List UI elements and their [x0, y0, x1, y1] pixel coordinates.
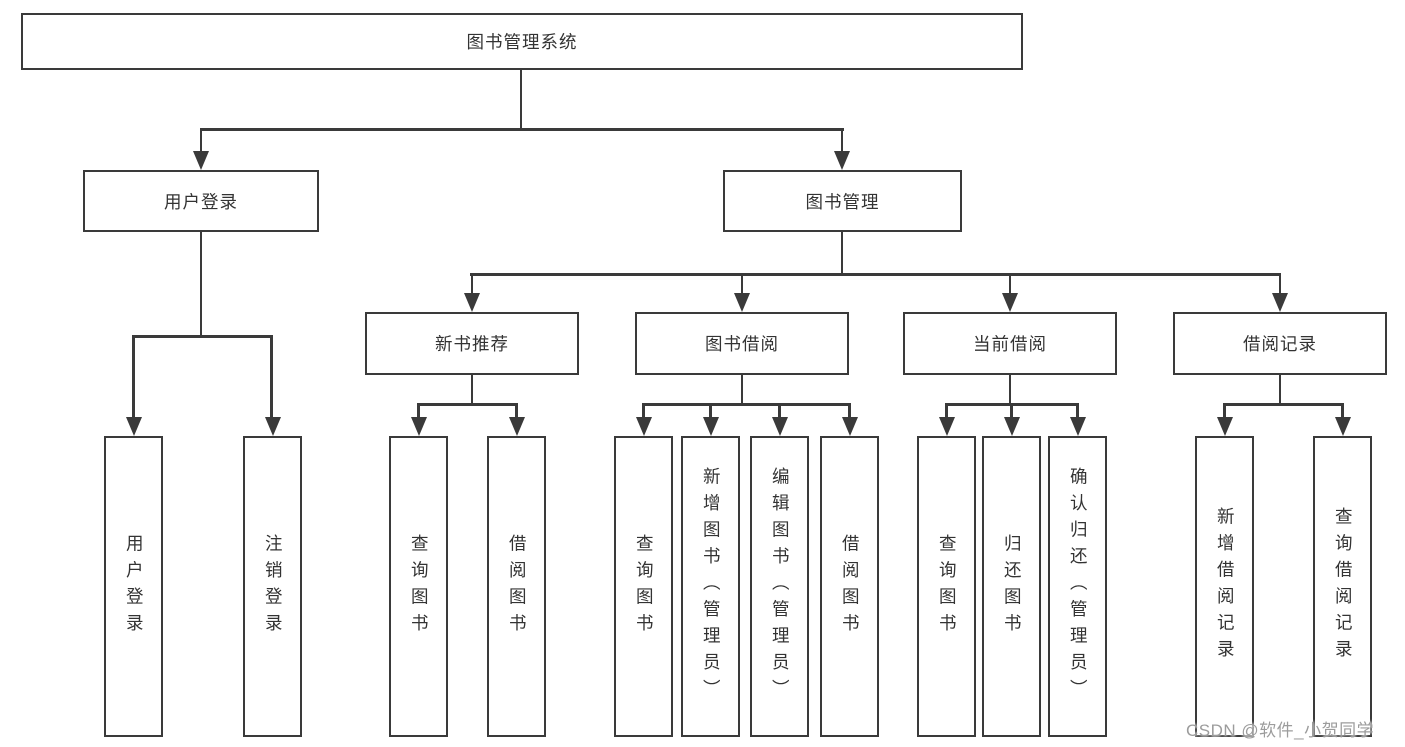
leaf-add-borrow-record-label: 新增借阅记录: [1215, 507, 1236, 666]
connector-vline: [840, 128, 844, 154]
arrowhead-down-icon: [702, 417, 719, 436]
arrowhead-down-icon: [771, 417, 788, 436]
connector-vline: [270, 335, 273, 419]
arrowhead-down-icon: [508, 417, 525, 436]
connector-vline: [515, 403, 518, 419]
node-new-book-recommend: 新书推荐: [365, 312, 579, 375]
leaf-logout-login: 注销登录: [243, 436, 302, 737]
connector-hline: [132, 335, 273, 338]
leaf-borrow-books-recommend-label: 借阅图书: [507, 533, 528, 640]
connector-vline: [840, 232, 844, 275]
leaf-return-books-label: 归还图书: [1002, 533, 1023, 640]
arrowhead-down-icon: [1216, 417, 1233, 436]
node-book-borrowing-label: 图书借阅: [705, 334, 779, 354]
node-current-borrowing: 当前借阅: [903, 312, 1117, 375]
arrowhead-down-icon: [264, 417, 281, 436]
leaf-return-books: 归还图书: [982, 436, 1041, 737]
leaf-add-borrow-record: 新增借阅记录: [1195, 436, 1254, 737]
node-user-login-label: 用户登录: [164, 191, 238, 212]
connector-vline: [740, 273, 744, 295]
arrowhead-down-icon: [834, 151, 850, 170]
leaf-logout-login-label: 注销登录: [263, 533, 284, 640]
connector-vline: [642, 403, 645, 419]
leaf-query-borrow-record-label: 查询借阅记录: [1333, 507, 1354, 666]
connector-vline: [1341, 403, 1344, 419]
connector-hline: [1223, 403, 1343, 406]
node-new-book-recommend-label: 新书推荐: [435, 334, 509, 354]
node-borrow-records-label: 借阅记录: [1243, 334, 1317, 354]
arrowhead-down-icon: [1334, 417, 1351, 436]
leaf-edit-books-admin-label: 编辑图书（管理员）: [770, 467, 791, 706]
leaf-query-books-borrowing-label: 查询图书: [634, 533, 655, 640]
arrowhead-down-icon: [734, 293, 750, 312]
connector-vline: [848, 403, 851, 419]
connector-vline: [778, 403, 781, 419]
arrowhead-down-icon: [1003, 417, 1020, 436]
connector-hline: [642, 403, 851, 406]
node-book-management: 图书管理: [723, 170, 962, 232]
arrowhead-down-icon: [1002, 293, 1018, 312]
connector-vline: [709, 403, 712, 419]
connector-hline: [417, 403, 518, 406]
connector-vline: [199, 232, 203, 337]
connector-vline: [740, 375, 744, 405]
node-current-borrowing-label: 当前借阅: [973, 334, 1047, 354]
arrowhead-down-icon: [125, 417, 142, 436]
arrowhead-down-icon: [938, 417, 955, 436]
arrowhead-down-icon: [841, 417, 858, 436]
root-node-label: 图书管理系统: [466, 32, 578, 52]
connector-hline: [470, 273, 1281, 276]
leaf-borrow-books-borrowing-label: 借阅图书: [840, 533, 861, 640]
arrowhead-down-icon: [193, 151, 209, 170]
connector-vline: [1076, 403, 1079, 419]
connector-vline: [1223, 403, 1226, 419]
connector-vline: [945, 403, 948, 419]
leaf-borrow-books-recommend: 借阅图书: [487, 436, 546, 737]
leaf-user-login: 用户登录: [104, 436, 163, 737]
node-book-borrowing: 图书借阅: [635, 312, 849, 375]
node-user-login: 用户登录: [83, 170, 319, 232]
leaf-query-books-recommend: 查询图书: [389, 436, 448, 737]
leaf-borrow-books-borrowing: 借阅图书: [820, 436, 879, 737]
connector-vline: [1010, 403, 1013, 419]
leaf-confirm-return-admin-label: 确认归还（管理员）: [1068, 467, 1089, 706]
leaf-add-books-admin-label: 新增图书（管理员）: [701, 467, 722, 706]
connector-vline: [519, 70, 522, 130]
connector-vline: [1278, 273, 1282, 295]
connector-vline: [132, 335, 135, 419]
leaf-user-login-label: 用户登录: [124, 533, 145, 640]
leaf-query-books-current: 查询图书: [917, 436, 976, 737]
arrowhead-down-icon: [1272, 293, 1288, 312]
leaf-edit-books-admin: 编辑图书（管理员）: [750, 436, 809, 737]
connector-vline: [1278, 375, 1282, 405]
leaf-query-borrow-record: 查询借阅记录: [1313, 436, 1372, 737]
connector-hline: [200, 128, 844, 131]
leaf-confirm-return-admin: 确认归还（管理员）: [1048, 436, 1107, 737]
leaf-query-books-recommend-label: 查询图书: [409, 533, 430, 640]
root-node: 图书管理系统: [21, 13, 1023, 70]
connector-vline: [1008, 375, 1012, 405]
arrowhead-down-icon: [464, 293, 480, 312]
arrowhead-down-icon: [410, 417, 427, 436]
arrowhead-down-icon: [1069, 417, 1086, 436]
connector-vline: [470, 273, 474, 295]
arrowhead-down-icon: [635, 417, 652, 436]
watermark: CSDN @软件_小贺同学: [1186, 721, 1375, 740]
connector-vline: [1008, 273, 1012, 295]
connector-vline: [417, 403, 420, 419]
connector-vline: [199, 128, 203, 154]
leaf-add-books-admin: 新增图书（管理员）: [681, 436, 740, 737]
node-book-management-label: 图书管理: [805, 191, 880, 212]
leaf-query-books-current-label: 查询图书: [937, 533, 958, 640]
connector-vline: [470, 375, 474, 405]
node-borrow-records: 借阅记录: [1173, 312, 1387, 375]
leaf-query-books-borrowing: 查询图书: [614, 436, 673, 737]
